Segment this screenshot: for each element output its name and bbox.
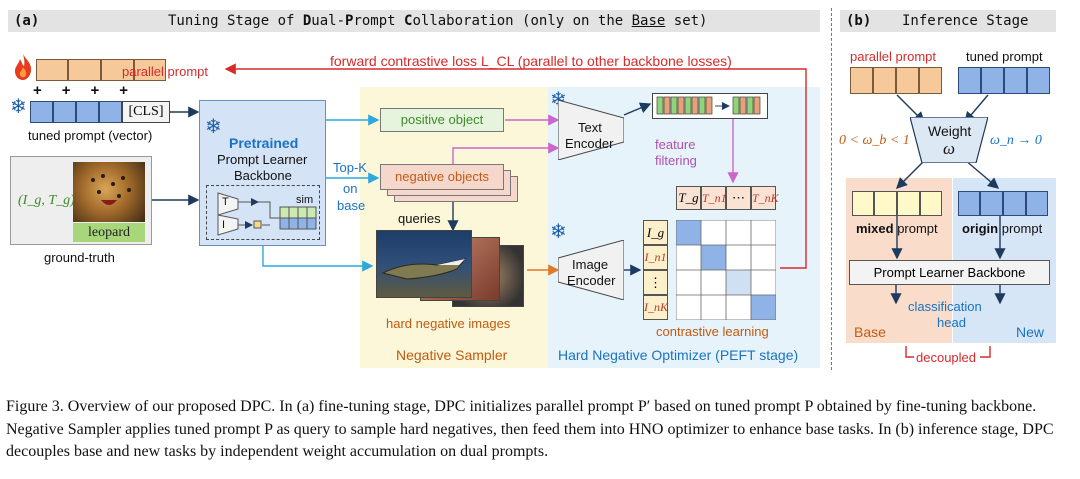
hard-negative-image-1 [376, 230, 472, 298]
image-encoder [558, 240, 624, 300]
feature-bar [652, 93, 768, 119]
cls-token: [CLS] [128, 104, 164, 119]
leopard-image [73, 162, 145, 222]
origin-prompt-label: origin prompt [962, 221, 1043, 236]
figure-caption: Figure 3. Overview of our proposed DPC. … [6, 398, 1058, 460]
backbone-sub1: Prompt Learner [217, 152, 308, 167]
t-branch-label: T [222, 196, 229, 208]
backbone-sub2: Backbone [234, 168, 292, 183]
b-parallel-prompt-label: parallel prompt [850, 49, 936, 64]
i-col-cell: I_n1 [644, 250, 667, 264]
connector-layer [152, 63, 1006, 358]
t-row-cell: T_g [678, 190, 699, 205]
backbone-title: Pretrained [229, 135, 299, 151]
i-col-cell: I_nK [644, 300, 668, 314]
ground-truth-math: (I_g, T_g) [18, 193, 75, 208]
b-parallel-prompt-cells [850, 67, 942, 94]
positive-object-label: positive object [400, 112, 484, 127]
mixed-prompt-cells [852, 191, 942, 216]
b-tuned-prompt-label: tuned prompt [966, 49, 1043, 64]
origin-prompt-cells [958, 191, 1048, 216]
new-label: New [1016, 324, 1045, 340]
text-encoder [558, 100, 624, 160]
t-row-cell: T_nK [752, 191, 779, 205]
weight-omega: ω [943, 139, 956, 158]
t-row-cell: ⋯ [732, 190, 745, 205]
queries-label: queries [398, 211, 441, 226]
weight-label: Weight [928, 123, 972, 139]
loss-label: forward contrastive loss L_CL (parallel … [330, 53, 732, 69]
i-col-cell: I_g [646, 225, 665, 240]
text-encoder-label-2: Encoder [565, 136, 614, 151]
panel-b-header: (b) Inference Stage [840, 10, 1056, 32]
classification-head-2: head [937, 315, 966, 330]
fire-icon [12, 53, 34, 81]
t-row-cell: T_n1 [702, 191, 727, 205]
wn-label: ω_n → 0 [990, 133, 1042, 148]
parallel-prompt-label: parallel prompt [122, 64, 208, 79]
contrastive-matrix [675, 219, 777, 321]
panel-divider [831, 8, 832, 370]
panel-a-title: Tuning Stage of Dual-Prompt Collaboratio… [168, 13, 708, 29]
b-tuned-prompt-cells [958, 67, 1050, 94]
decoupled-label: decoupled [916, 350, 976, 365]
feature-filtering-2: filtering [655, 153, 697, 168]
tuned-prompt-cells: [CLS] [30, 101, 170, 123]
text-encoder-label-1: Text [578, 120, 602, 135]
contrastive-learning-label: contrastive learning [656, 324, 769, 339]
negative-sampler-label: Negative Sampler [396, 347, 508, 363]
text-feature-row: T_g T_n1 ⋯ T_nK [676, 186, 779, 210]
leopard-label: leopard [88, 225, 130, 240]
base-label: Base [854, 324, 886, 340]
sim-label: sim [296, 194, 314, 206]
positive-object-box: positive object [380, 108, 504, 132]
snowflake-icon: ❄ [10, 96, 27, 118]
parallel-prompt-cells [36, 59, 166, 81]
loss-arrow [224, 63, 807, 269]
mixed-prompt-label: mixed prompt [856, 221, 938, 236]
similarity-subdiagram [206, 185, 320, 240]
classification-head-1: classification [908, 299, 982, 314]
b-backbone-box: Prompt Learner Backbone [849, 260, 1050, 285]
topk-label-2: on [343, 181, 358, 196]
feature-filtering-1: feature [655, 137, 696, 152]
hno-label: Hard Negative Optimizer (PEFT stage) [558, 347, 799, 363]
image-encoder-label-2: Encoder [567, 273, 616, 288]
weight-box [910, 117, 988, 163]
negative-objects-box: negative objects [380, 164, 504, 190]
ground-truth-label: ground-truth [44, 250, 115, 265]
i-col-cell: ⋮ [649, 275, 662, 290]
similarity-diagram-shapes [217, 192, 317, 236]
topk-label-1: Top-K [333, 160, 367, 175]
i-branch-label: I [222, 219, 226, 231]
panel-a-tag: (a) [14, 13, 40, 29]
leopard-label-box: leopard [73, 223, 145, 242]
wb-label: 0 < ω_b < 1 [839, 133, 910, 148]
topk-label-3: base [337, 198, 366, 213]
hard-negative-images-label: hard negative images [386, 316, 511, 331]
panel-a-header: (a) Tuning Stage of Dual-Prompt Collabor… [8, 10, 820, 32]
negative-objects-label: negative objects [395, 169, 489, 184]
panel-b-tag: (b) [846, 13, 872, 29]
snowflake-icon: ❄ [205, 116, 222, 138]
plus-signs: ++++ [33, 82, 129, 99]
snowflake-icon: ❄ [550, 221, 567, 243]
tuned-prompt-vector-label: tuned prompt (vector) [28, 128, 153, 143]
panel-b-title: Inference Stage [902, 13, 1029, 29]
b-backbone-label: Prompt Learner Backbone [873, 265, 1026, 280]
image-feature-column: I_g I_n1 ⋮ I_nK [643, 220, 668, 320]
image-encoder-label-1: Image [572, 257, 609, 272]
